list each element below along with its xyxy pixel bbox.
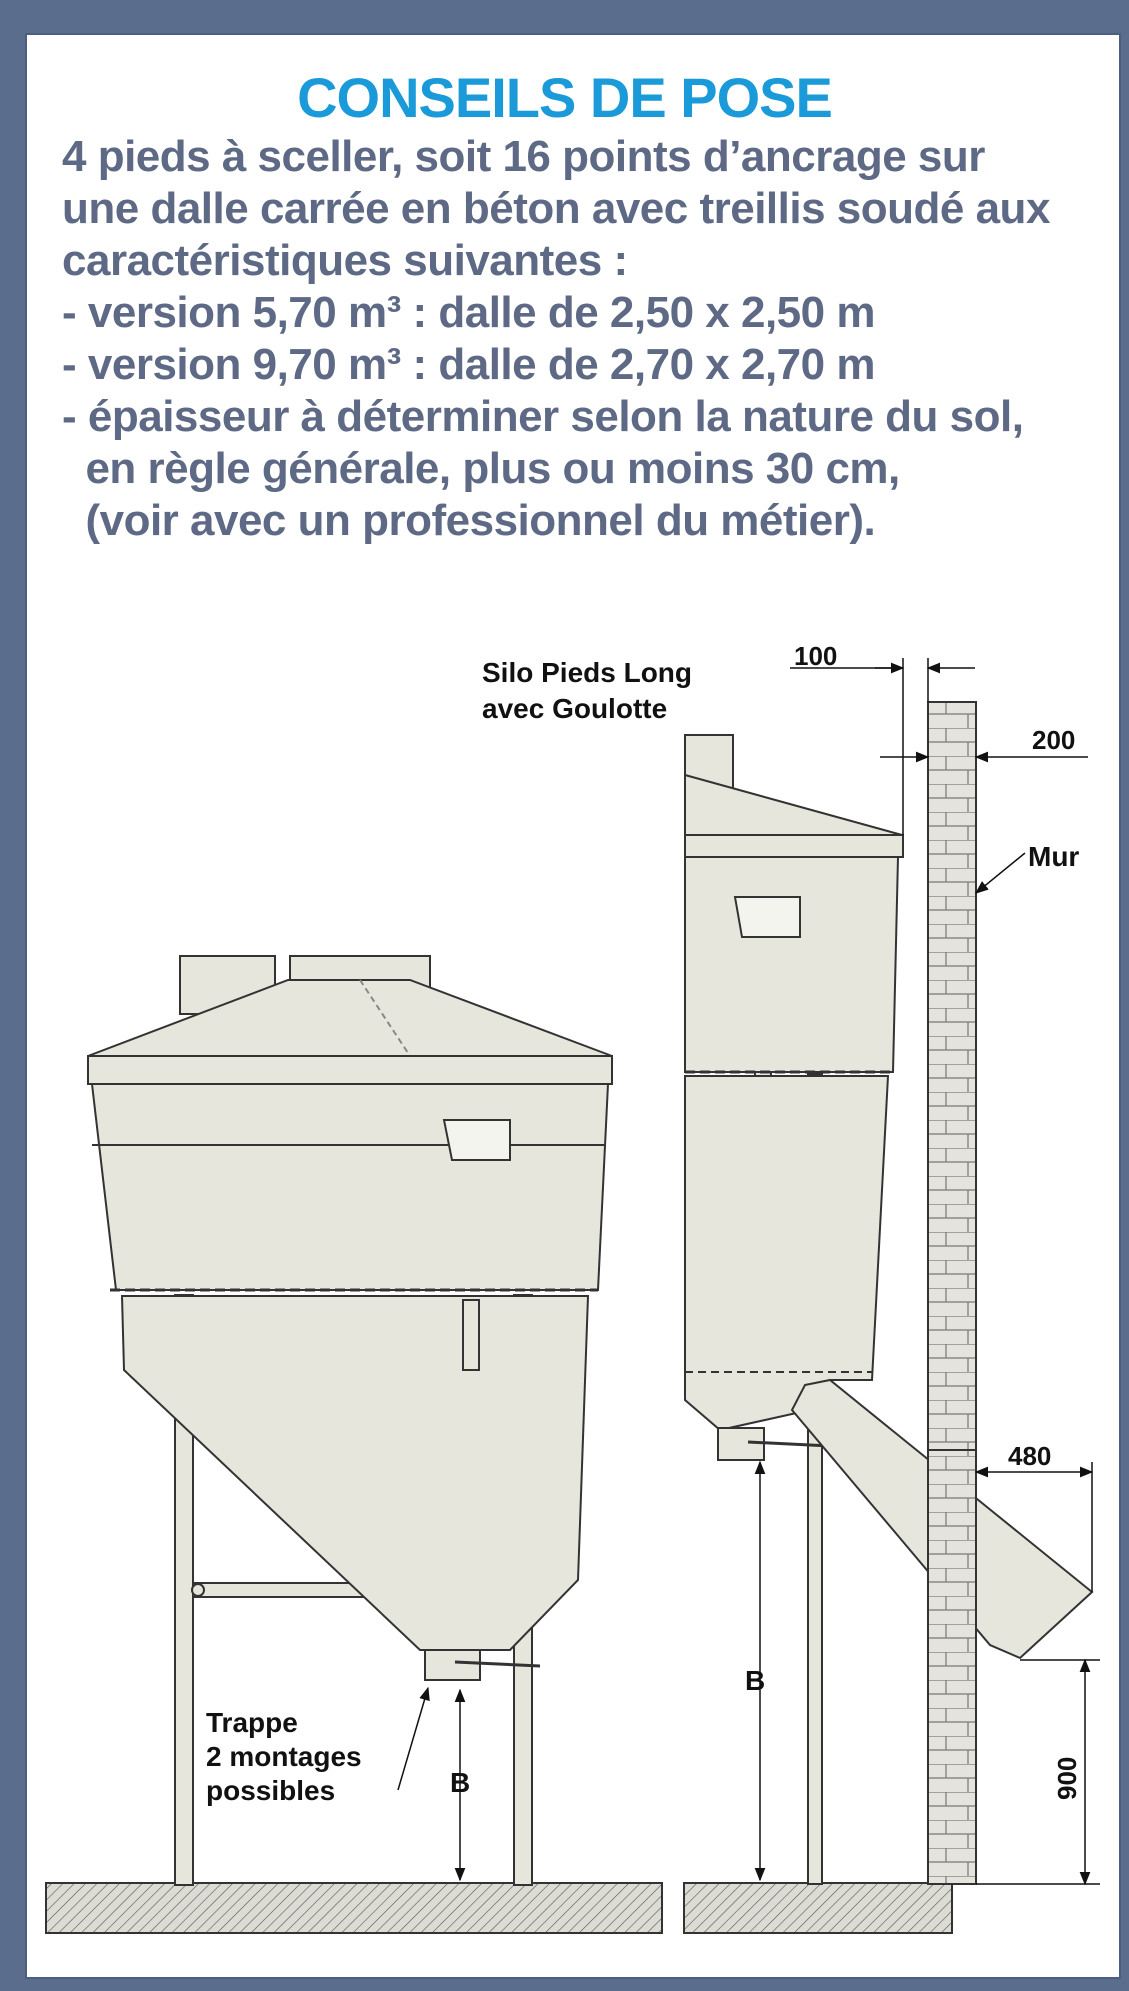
trappe-label-line: 2 montages [206,1741,362,1772]
mur-label: Mur [1028,841,1079,872]
left-b-label: B [450,1767,470,1798]
right-silo-lid [684,834,904,858]
instruction-line: 4 pieds à sceller, soit 16 points d’ancr… [62,132,985,181]
dim-480-label: 480 [1008,1441,1051,1471]
instruction-line: - version 9,70 m³ : dalle de 2,70 x 2,70… [62,340,875,389]
dim-900-label: 900 [1052,1757,1082,1800]
left-silo-body [90,1083,610,1291]
trappe-label-line: possibles [206,1775,335,1806]
left-silo-outlet [424,1649,481,1681]
right-silo-body [684,856,900,1073]
silo-label-line: Silo Pieds Long [482,657,692,688]
dim-200-label: 200 [1032,725,1075,755]
left-silo-lid [87,1055,613,1085]
instruction-line: - version 5,70 m³ : dalle de 2,50 x 2,50… [62,288,875,337]
right-silo-window [733,896,801,938]
left-silo-window [442,1119,511,1161]
right-dimensions [754,658,1100,1886]
left-silo-hopper [120,1295,590,1651]
instruction-line: caractéristiques suivantes : [62,236,628,285]
instruction-line: une dalle carrée en béton avec treillis … [62,184,1050,233]
silo-label-line: avec Goulotte [482,693,667,724]
left-ground-slab [45,1882,663,1934]
right-silo [683,701,1094,1934]
right-b-label: B [745,1665,765,1696]
trappe-label-line: Trappe [206,1707,298,1738]
page-title: CONSEILS DE POSE [297,66,833,129]
instruction-line: en règle générale, plus ou moins 30 cm, [62,444,900,493]
right-silo-hopper [684,1075,890,1432]
right-ground-slab [683,1882,953,1934]
left-silo-roof [87,979,613,1057]
right-silo-roof [684,773,903,836]
left-silo [45,955,663,1934]
dim-100-label: 100 [794,641,837,671]
instruction-line: - épaisseur à déterminer selon la nature… [62,392,1024,441]
instruction-line: (voir avec un professionnel du métier). [62,496,876,545]
right-silo-outlet [717,1427,765,1461]
trappe-pointer [397,1686,430,1791]
